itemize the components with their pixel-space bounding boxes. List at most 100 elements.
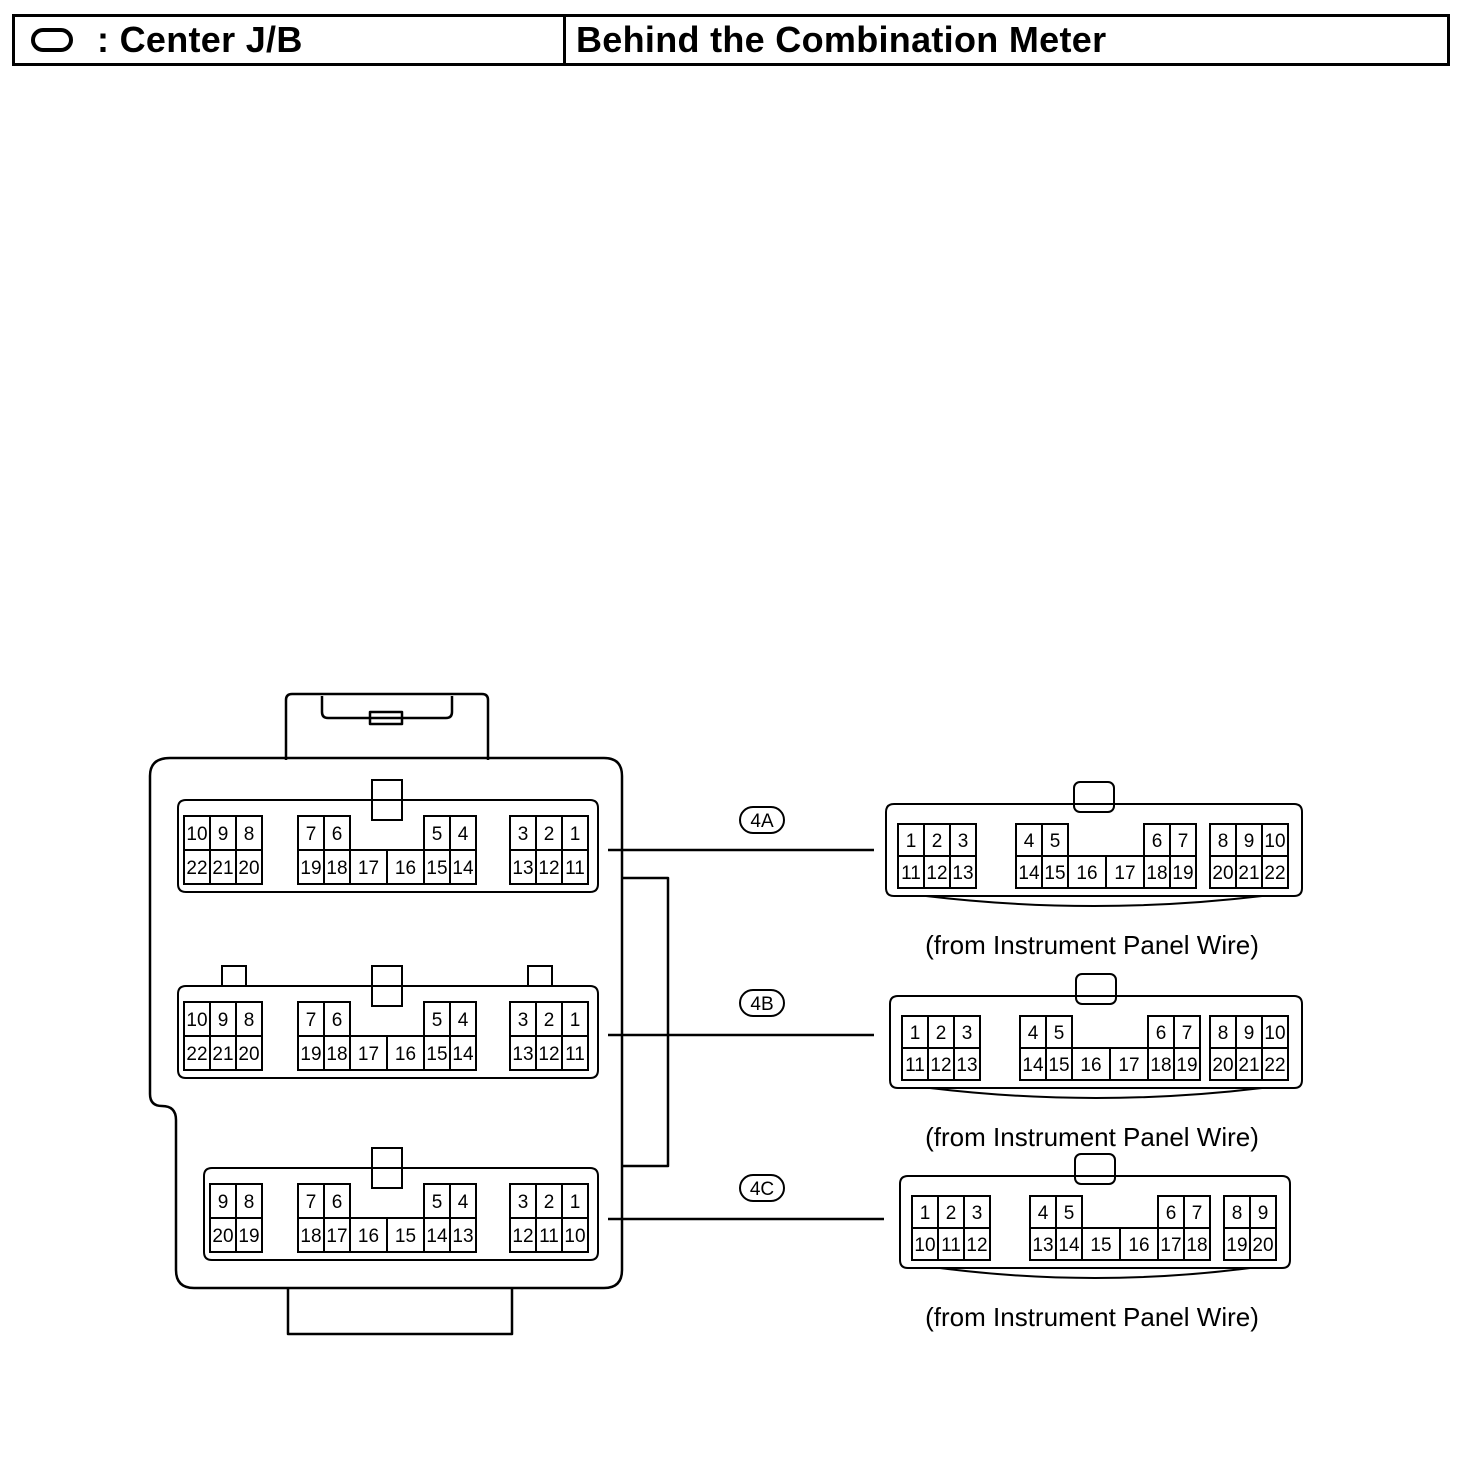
- connector-code-label: 4C: [750, 1179, 774, 1200]
- jb-left-bottom-pin-number: 19: [238, 1226, 259, 1247]
- wire-right-top-pin-number: 9: [1244, 831, 1255, 852]
- wire-middle-bottom-cell: [1169, 855, 1197, 889]
- jb-connector-housing: [203, 1167, 599, 1261]
- wire-right-top-pin-number: 8: [1218, 1023, 1229, 1044]
- jb-middle-top-pin-number: 4: [458, 824, 469, 845]
- jb-top-tab: [284, 692, 490, 760]
- jb-top-latch: [368, 710, 404, 726]
- jb-connector-housing: [177, 985, 599, 1079]
- jb-middle-bottom-cell: [449, 849, 477, 885]
- connector-code-label: 4B: [750, 994, 773, 1015]
- jb-connector-top-key: [221, 965, 247, 987]
- wire-middle-top-pin-number: 5: [1054, 1023, 1065, 1044]
- wire-middle-bottom-pin-number: 15: [1048, 1055, 1069, 1076]
- wire-middle-top-pin-number: 5: [1050, 831, 1061, 852]
- jb-left-bottom-pin-number: 20: [212, 1226, 233, 1247]
- jb-connector-latch: [371, 965, 403, 1007]
- wire-middle-bottom-pin-number: 18: [1150, 1055, 1171, 1076]
- wire-left-top-pin-number: 2: [936, 1023, 947, 1044]
- wire-connector-lock-curve: [925, 895, 1263, 907]
- jb-right-bottom-pin-number: 11: [565, 858, 585, 879]
- header-label: : Center J/B: [97, 19, 303, 60]
- jb-left-bottom-pin-number: 20: [238, 1044, 259, 1065]
- jb-middle-bottom-pin-number: 18: [300, 1226, 321, 1247]
- jb-middle-bottom-pin-number: 17: [358, 858, 379, 879]
- wire-middle-top-pin-number: 6: [1156, 1023, 1167, 1044]
- wire-left-bottom-cell: [949, 855, 977, 889]
- wire-connector-housing: [885, 803, 1303, 897]
- wire-connector-housing: [889, 995, 1303, 1089]
- wire-right-bottom-cell: [1261, 855, 1289, 889]
- jb-middle-bottom-pin-number: 15: [395, 1226, 416, 1247]
- jb-middle-top-pin-number: 7: [306, 824, 317, 845]
- wire-left-bottom-pin-number: 11: [941, 1235, 961, 1256]
- jb-right-bottom-pin-number: 11: [539, 1226, 559, 1247]
- wire-middle-bottom-pin-number: 17: [1114, 863, 1135, 884]
- wire-left-top-pin-number: 3: [972, 1203, 983, 1224]
- wire-middle-bottom-pin-number: 16: [1128, 1235, 1149, 1256]
- jb-right-bottom-cell: [561, 1217, 589, 1253]
- wire-connector-caption: (from Instrument Panel Wire): [925, 1302, 1259, 1332]
- jb-connector-latch: [371, 779, 403, 821]
- wire-right-bottom-pin-number: 19: [1226, 1235, 1247, 1256]
- jb-left-top-pin-number: 10: [186, 1010, 207, 1031]
- jb-right-top-pin-number: 2: [544, 824, 555, 845]
- wire-right-bottom-cell: [1249, 1227, 1277, 1261]
- wire-middle-top-pin-number: 7: [1178, 831, 1189, 852]
- wire-right-bottom-pin-number: 21: [1238, 1055, 1259, 1076]
- wire-left-bottom-cell: [953, 1047, 981, 1081]
- jb-left-top-pin-number: 8: [244, 1192, 255, 1213]
- wire-middle-top-pin-number: 4: [1038, 1203, 1049, 1224]
- wire-middle-top-pin-number: 4: [1028, 1023, 1039, 1044]
- jb-body: [148, 756, 624, 1290]
- jb-left-top-pin-number: 9: [218, 1192, 229, 1213]
- jb-right-bottom-pin-number: 10: [564, 1226, 585, 1247]
- jb-left-bottom-pin-number: 21: [212, 858, 233, 879]
- wire-middle-bottom-pin-number: 16: [1080, 1055, 1101, 1076]
- wire-connector-caption: (from Instrument Panel Wire): [925, 930, 1259, 960]
- jb-right-top-pin-number: 2: [544, 1192, 555, 1213]
- wire-middle-bottom-pin-number: 14: [1018, 863, 1040, 884]
- header-bar: : Center J/B Behind the Combination Mete…: [12, 14, 1450, 66]
- jb-connector-housing: [177, 799, 599, 893]
- wire-connector-caption: (from Instrument Panel Wire): [925, 1122, 1259, 1152]
- jb-right-bottom-pin-number: 13: [512, 1044, 533, 1065]
- jb-top-tab-slot: [320, 696, 454, 720]
- jb-middle-bottom-pin-number: 14: [452, 1044, 474, 1065]
- jb-middle-bottom-pin-number: 14: [426, 1226, 448, 1247]
- wire-right-top-pin-number: 10: [1264, 1023, 1285, 1044]
- jb-bottom-tab: [286, 1288, 514, 1336]
- connector-code-bubble: [739, 806, 785, 834]
- jb-middle-bottom-pin-number: 15: [426, 858, 447, 879]
- jb-left-bottom-pin-number: 20: [238, 858, 259, 879]
- jb-right-bottom-cell: [561, 849, 589, 885]
- wire-left-bottom-cell: [963, 1227, 991, 1261]
- jb-right-bottom-cell: [561, 1035, 589, 1071]
- jb-right-bottom-pin-number: 13: [512, 858, 533, 879]
- jb-middle-bottom-pin-number: 17: [326, 1226, 347, 1247]
- jb-middle-top-pin-number: 6: [332, 1010, 343, 1031]
- wire-right-bottom-pin-number: 21: [1238, 863, 1259, 884]
- wire-right-bottom-pin-number: 22: [1264, 863, 1285, 884]
- jb-left-top-pin-number: 9: [218, 824, 229, 845]
- wire-middle-bottom-pin-number: 18: [1146, 863, 1167, 884]
- jb-right-bottom-pin-number: 12: [538, 858, 559, 879]
- wire-middle-top-pin-number: 7: [1192, 1203, 1203, 1224]
- jb-left-top-pin-number: 9: [218, 1010, 229, 1031]
- jb-middle-bottom-pin-number: 19: [300, 858, 321, 879]
- wire-left-top-pin-number: 3: [962, 1023, 973, 1044]
- wire-middle-bottom-cell: [1183, 1227, 1211, 1261]
- wire-middle-bottom-pin-number: 17: [1118, 1055, 1139, 1076]
- jb-middle-bottom-cell: [449, 1217, 477, 1253]
- jb-right-bottom-pin-number: 12: [538, 1044, 559, 1065]
- jb-right-top-pin-number: 1: [570, 1192, 581, 1213]
- wire-middle-bottom-pin-number: 13: [1032, 1235, 1053, 1256]
- wire-middle-top-pin-number: 5: [1064, 1203, 1075, 1224]
- jb-middle-bottom-pin-number: 14: [452, 858, 474, 879]
- wire-right-top-pin-number: 8: [1232, 1203, 1243, 1224]
- wire-left-bottom-pin-number: 11: [905, 1055, 925, 1076]
- wire-right-bottom-pin-number: 22: [1264, 1055, 1285, 1076]
- wire-left-top-pin-number: 3: [958, 831, 969, 852]
- header-title-cell: : Center J/B: [15, 17, 566, 63]
